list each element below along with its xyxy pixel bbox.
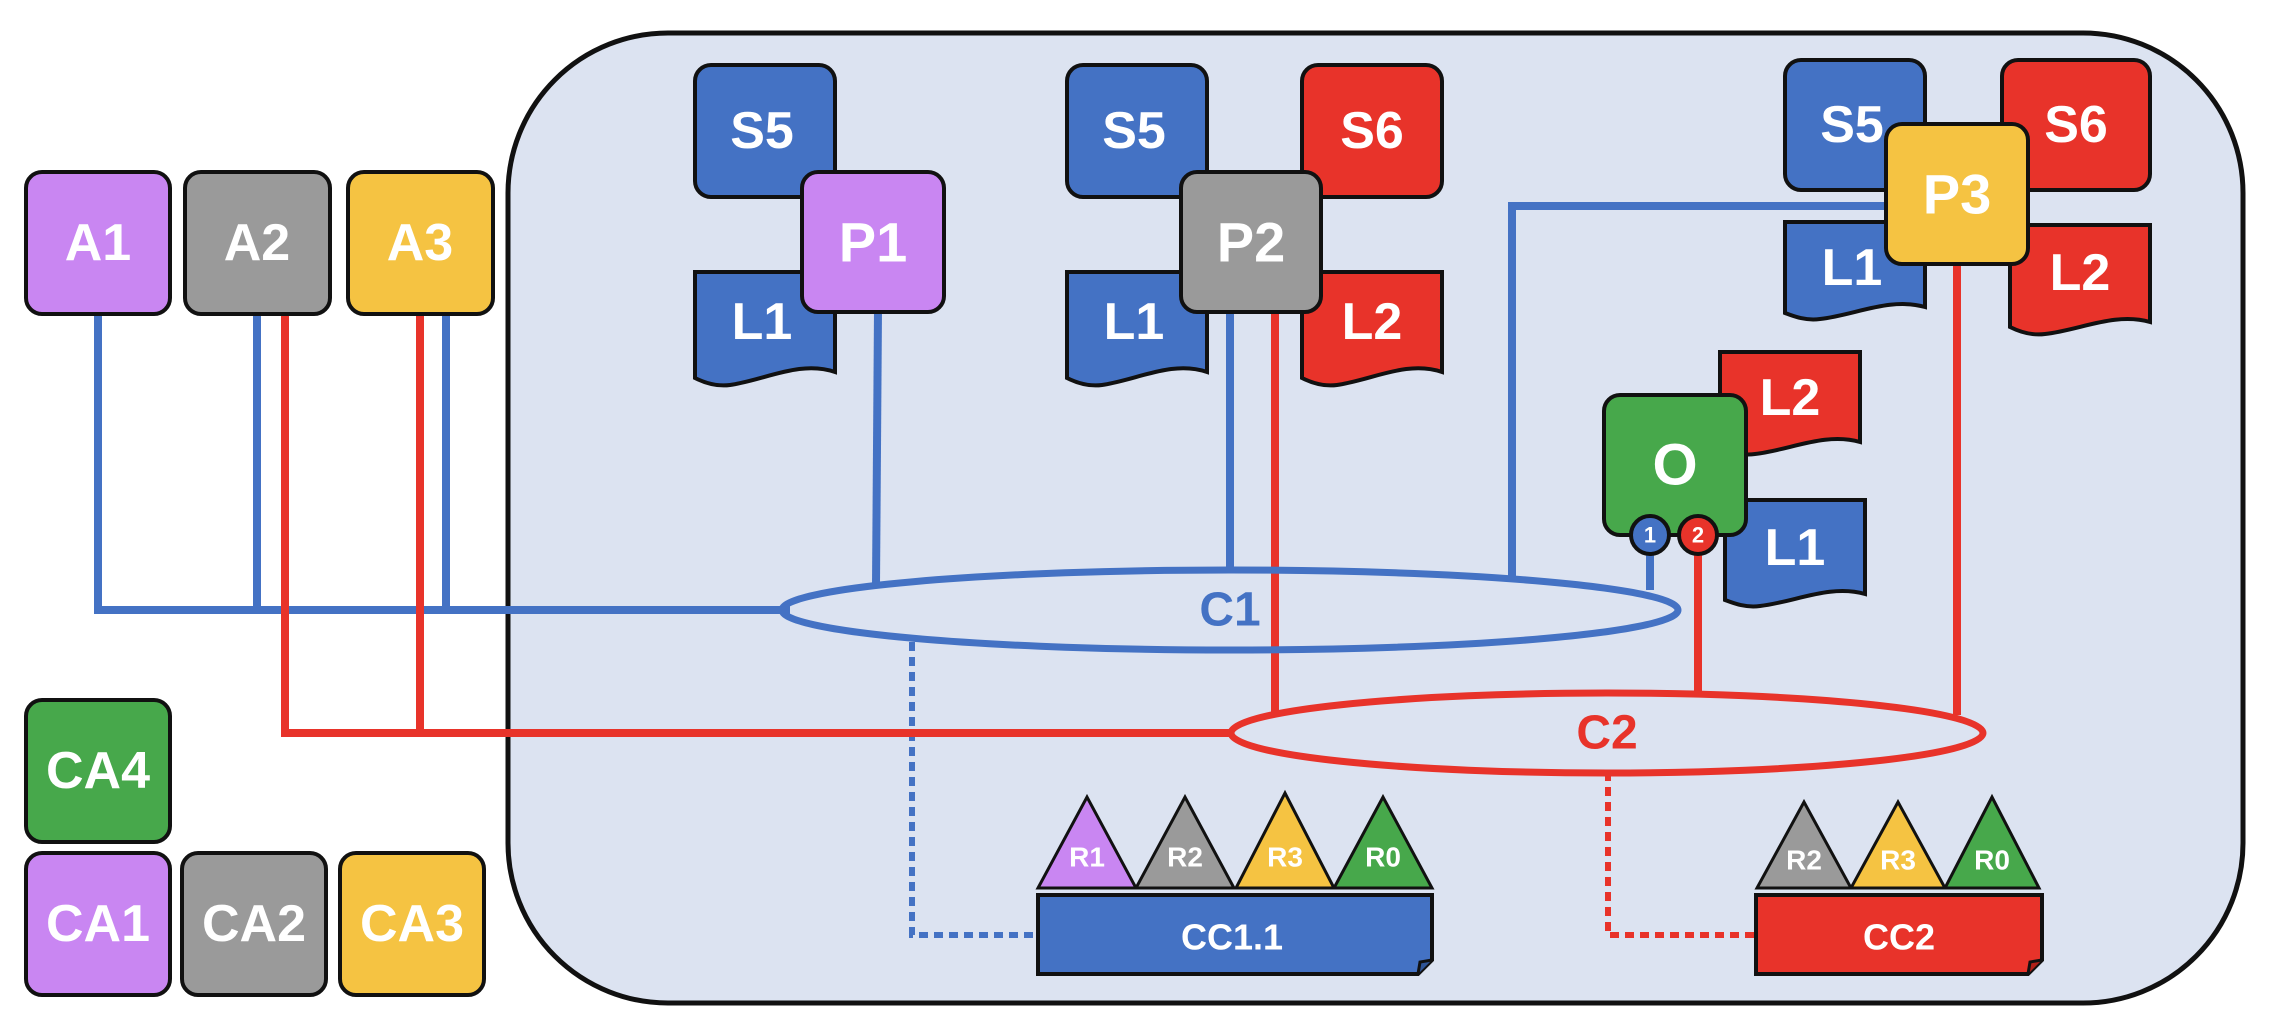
ledger-l2[interactable]: L2 (1718, 350, 1862, 457)
channel-config-cc2[interactable]: CC2 (1754, 893, 2044, 976)
svg-text:CA4: CA4 (46, 742, 150, 800)
peer-p2-group: S5 S6 L1 L2 P2 (1065, 63, 1444, 388)
channel-c2-label: C2 (1576, 707, 1637, 760)
svg-text:P1: P1 (839, 211, 908, 274)
peer-p3[interactable]: P3 (1884, 122, 2030, 266)
svg-text:L2: L2 (1342, 293, 1403, 351)
ledger-l1[interactable]: L1 (1723, 498, 1867, 609)
svg-text:L1: L1 (1765, 519, 1826, 577)
svg-text:2: 2 (1692, 523, 1704, 548)
svg-text:R0: R0 (1974, 845, 2010, 876)
svg-text:R1: R1 (1069, 842, 1105, 873)
role-r0[interactable]: R0 (1331, 793, 1435, 890)
ledger-l2[interactable]: L2 (1300, 270, 1444, 388)
ledger-l2[interactable]: L2 (2008, 223, 2152, 337)
role-r2[interactable]: R2 (1754, 798, 1854, 890)
link-p3-c1 (1508, 202, 1886, 582)
channel-c2-ring (1227, 689, 1987, 777)
svg-text:R3: R3 (1880, 845, 1916, 876)
channel-c1-links (94, 202, 1886, 938)
svg-text:O: O (1652, 433, 1697, 498)
svg-text:CA1: CA1 (46, 895, 150, 953)
smart-contract-s5[interactable]: S5 (1065, 63, 1209, 199)
link-a2-c2 (281, 315, 1232, 737)
svg-text:L2: L2 (2050, 244, 2111, 302)
ledger-l1[interactable]: L1 (693, 270, 837, 388)
certificate-authority-ca1[interactable]: CA1 (24, 851, 172, 997)
channel-c1[interactable]: C1 (778, 566, 1682, 654)
role-r0[interactable]: R0 (1942, 793, 2042, 890)
smart-contract-s6[interactable]: S6 (1300, 63, 1444, 199)
svg-text:S6: S6 (2044, 96, 2108, 154)
application-a2[interactable]: A2 (183, 170, 332, 316)
svg-text:S5: S5 (730, 102, 794, 160)
certificate-authority-ca2[interactable]: CA2 (180, 851, 328, 997)
svg-text:A1: A1 (65, 214, 131, 272)
certificate-authority-ca4[interactable]: CA4 (24, 698, 172, 844)
channel-c1-ring (778, 566, 1682, 654)
orderer-badge-2: 2 (1677, 514, 1719, 556)
role-r3[interactable]: R3 (1233, 789, 1337, 890)
peer-p1[interactable]: P1 (800, 170, 946, 314)
svg-text:CC2: CC2 (1863, 917, 1935, 958)
svg-text:P3: P3 (1923, 163, 1992, 226)
orderer-group: L2 L1 O 1 2 (1602, 350, 1867, 609)
svg-text:R0: R0 (1365, 842, 1401, 873)
svg-text:L1: L1 (732, 293, 793, 351)
link-c2-cc2 (1605, 772, 1758, 938)
channel-config-cc1-1-group: R1 R2 R3 R0 CC1.1 (1035, 789, 1435, 976)
channel-config-cc2-group: R2 R3 R0 CC2 (1754, 793, 2044, 976)
svg-text:CC1.1: CC1.1 (1181, 917, 1283, 958)
svg-text:R2: R2 (1786, 845, 1822, 876)
channel-c1-label: C1 (1199, 584, 1260, 637)
svg-text:A2: A2 (224, 214, 290, 272)
ledger-l1[interactable]: L1 (1065, 270, 1209, 388)
link-p1-c1 (872, 309, 882, 586)
svg-text:S6: S6 (1340, 102, 1404, 160)
application-a3[interactable]: A3 (346, 170, 495, 316)
channel-c2[interactable]: C2 (1227, 689, 1987, 777)
svg-text:L1: L1 (1822, 239, 1883, 297)
orderer-o[interactable]: O (1602, 393, 1748, 537)
link-a1-c1 (94, 315, 790, 614)
peer-p1-group: S5 L1 P1 (693, 63, 946, 388)
svg-text:L1: L1 (1104, 293, 1165, 351)
svg-text:CA3: CA3 (360, 895, 464, 953)
certificate-authority-ca3[interactable]: CA3 (338, 851, 486, 997)
application-a1[interactable]: A1 (24, 170, 172, 316)
peer-p2[interactable]: P2 (1179, 170, 1323, 314)
orderer-badge-1: 1 (1629, 514, 1671, 556)
link-c1-cc1 (909, 642, 1040, 938)
svg-text:1: 1 (1644, 523, 1656, 548)
role-r3[interactable]: R3 (1848, 798, 1948, 890)
channel-config-cc1-1[interactable]: CC1.1 (1036, 893, 1434, 976)
smart-contract-s6[interactable]: S6 (2000, 58, 2152, 192)
svg-text:L2: L2 (1760, 369, 1821, 427)
svg-text:R3: R3 (1267, 842, 1303, 873)
svg-text:A3: A3 (387, 214, 453, 272)
role-r1[interactable]: R1 (1035, 793, 1139, 890)
svg-text:R2: R2 (1167, 842, 1203, 873)
svg-text:S5: S5 (1820, 96, 1884, 154)
svg-text:P2: P2 (1217, 211, 1286, 274)
role-r2[interactable]: R2 (1133, 793, 1237, 890)
peer-p3-group: S5 S6 L1 L2 P3 (1783, 58, 2152, 337)
svg-text:CA2: CA2 (202, 895, 306, 953)
svg-text:S5: S5 (1102, 102, 1166, 160)
smart-contract-s5[interactable]: S5 (693, 63, 837, 199)
